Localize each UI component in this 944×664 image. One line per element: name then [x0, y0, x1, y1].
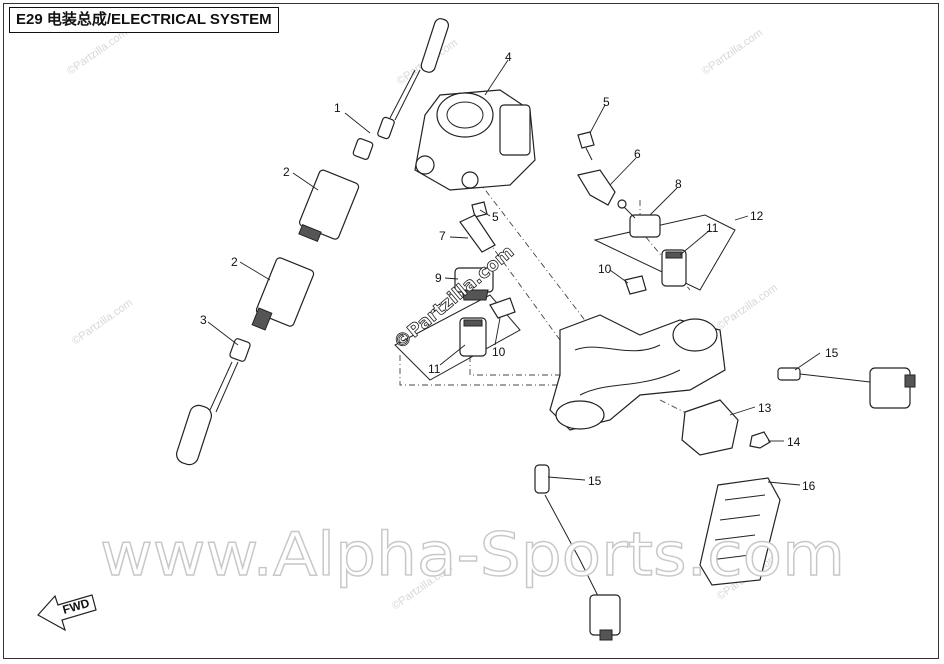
sensor-part	[617, 199, 661, 238]
throttle-cable-assembly	[176, 18, 450, 466]
injector-part	[459, 249, 687, 357]
callout-15: 15	[825, 346, 839, 360]
bracket-part	[459, 214, 496, 253]
callout-16: 16	[802, 479, 816, 493]
bolt-parts	[471, 131, 595, 218]
oxygen-sensor-right	[777, 367, 916, 409]
callout-9: 9	[435, 271, 442, 285]
callout-5: 5	[492, 210, 499, 224]
intake-manifold	[549, 314, 726, 431]
watermark-copyright: ©Partzilla.com	[65, 27, 130, 78]
nut-part	[749, 431, 771, 449]
callout-2: 2	[283, 165, 290, 179]
callout-11: 11	[428, 362, 441, 376]
oxygen-sensor-bottom	[534, 464, 621, 641]
fwd-arrow: FWD	[37, 594, 97, 632]
relay-part	[681, 399, 739, 456]
watermark-copyright: ©Partzilla.com	[715, 282, 780, 333]
clip-part	[489, 297, 516, 319]
callout-1: 1	[334, 101, 341, 115]
callout-15: 15	[588, 474, 602, 488]
throttle-body	[414, 89, 536, 191]
callout-10: 10	[492, 345, 506, 359]
callout-7: 7	[439, 229, 446, 243]
watermark-site: www.Alpha-Sports.com	[100, 520, 845, 590]
leader-lines	[207, 59, 821, 486]
callout-6: 6	[634, 147, 641, 161]
bracket-part	[577, 169, 616, 206]
callouts: 1 2 2 3 4 5 5 6 7 8 9 10 10 11 11 12 13 …	[200, 50, 839, 493]
diagram-title: E29 电装总成/ELECTRICAL SYSTEM	[9, 7, 279, 33]
callout-14: 14	[787, 435, 801, 449]
callout-12: 12	[750, 209, 764, 223]
callout-4: 4	[505, 50, 512, 64]
ecu-part	[699, 477, 781, 586]
watermark-center: ©Partzilla.com	[390, 241, 518, 354]
callout-3: 3	[200, 313, 207, 327]
callout-5: 5	[603, 95, 610, 109]
diagram-frame	[3, 3, 939, 659]
callout-11: 11	[706, 221, 719, 235]
callout-10: 10	[598, 262, 612, 276]
sensor-part	[454, 267, 494, 301]
callout-8: 8	[675, 177, 682, 191]
callout-2: 2	[231, 255, 238, 269]
watermark-copyright: ©Partzilla.com	[700, 27, 765, 78]
watermark-copyright: ©Partzilla.com	[70, 297, 135, 348]
callout-13: 13	[758, 401, 772, 415]
clip-part	[624, 275, 647, 295]
